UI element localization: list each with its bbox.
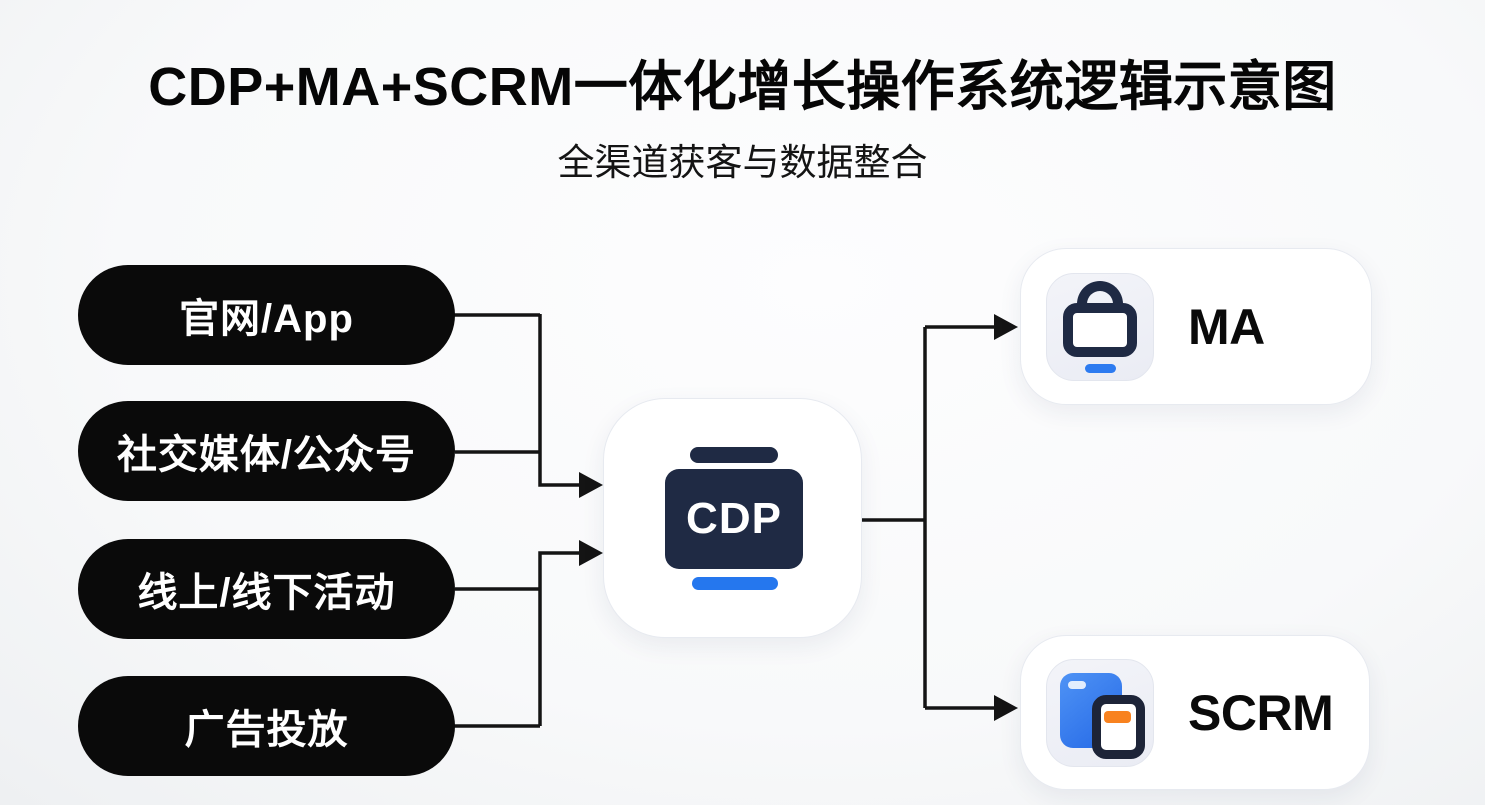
edge-trunk-upper-left xyxy=(538,314,580,487)
briefcase-icon-body xyxy=(1063,302,1137,357)
source-node-social-media: 社交媒体/公众号 xyxy=(78,401,455,501)
devices-icon-orange-bar xyxy=(1104,710,1131,723)
source-node-ad-placement: 广告投放 xyxy=(78,676,455,776)
arrowhead-into-cdp-lower xyxy=(579,540,603,566)
ma-icon-tile xyxy=(1046,272,1154,381)
cdp-icon-base-bar xyxy=(692,577,778,590)
devices-icon-front-phone xyxy=(1092,694,1145,759)
cdp-icon-screen: CDP xyxy=(665,469,803,569)
source-node-label: 社交媒体/公众号 xyxy=(116,433,417,477)
destination-node-label: SCRM xyxy=(1188,684,1334,741)
destination-node-scrm: SCRM xyxy=(1020,635,1370,790)
edge-trunk-lower-left xyxy=(538,551,580,726)
arrowhead-into-ma xyxy=(994,314,1018,340)
hub-node-label: CDP xyxy=(686,494,782,543)
hub-node-cdp: CDP xyxy=(603,398,862,638)
cdp-platform-icon xyxy=(690,447,778,463)
destination-node-label: MA xyxy=(1188,298,1265,355)
briefcase-icon-underline xyxy=(1084,363,1116,373)
source-node-website-app: 官网/App xyxy=(78,265,455,365)
source-node-online-offline-events: 线上/线下活动 xyxy=(78,539,455,639)
source-node-label: 广告投放 xyxy=(184,708,349,752)
diagram-title: CDP+MA+SCRM一体化增长操作系统逻辑示意图 xyxy=(148,57,1337,117)
devices-icon-glare xyxy=(1068,680,1086,689)
source-node-label: 官网/App xyxy=(179,297,354,341)
arrowhead-into-scrm xyxy=(994,695,1018,721)
briefcase-icon xyxy=(1077,280,1123,309)
scrm-icon-tile xyxy=(1046,658,1154,767)
arrowhead-into-cdp-upper xyxy=(579,472,603,498)
source-node-label: 线上/线下活动 xyxy=(137,571,396,615)
diagram-subtitle: 全渠道获客与数据整合 xyxy=(557,142,928,183)
destination-node-ma: MA xyxy=(1020,248,1372,405)
